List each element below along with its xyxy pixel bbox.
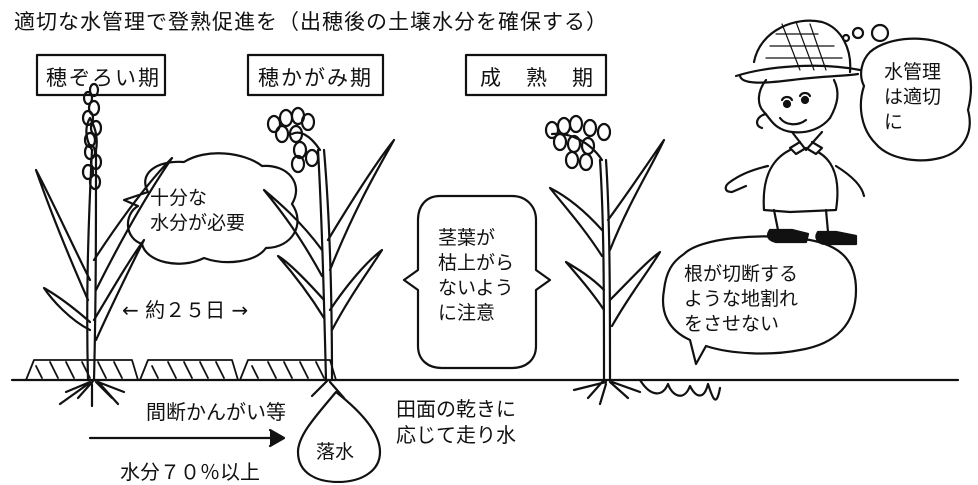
stage-box-heading [35,53,167,97]
bubble-text-farmer: 水管理 は適切 に [884,61,942,133]
stage-label-heading: 穂ぞろい期 [46,66,161,90]
bubble-text-water-needed: 十分な 水分が必要 [150,187,246,234]
page-title: 適切な水管理で登熟促進を（出穂後の土壌水分を確保する） [14,10,608,34]
moisture-label: 水分７０％以上 [120,460,260,484]
bubble-leaves [402,194,552,370]
rice-plant-heading [34,82,174,408]
stage-box-ripening [464,53,608,97]
bubble-water-needed [122,152,299,265]
bubble-text-leaves: 茎葉が 枯上がら ないよう に注意 [438,227,515,324]
arrow-moisture-head [268,428,286,448]
interval-label: ← 約２５日 → [122,298,249,322]
drop-text-drain: 落水 [316,441,355,463]
water-blocks [25,359,337,381]
intermittent-label: 間断かんがい等 [146,400,286,424]
bubble-text-cracks: 根が切断する ような地割れ をさせない [684,263,799,335]
drop-drain [296,390,382,483]
bubble-farmer [859,37,973,162]
rice-plant-ripening [544,114,666,406]
flush-label: 田面の乾きに 応じて走り水 [396,397,516,447]
stage-label-drooping: 穂かがみ期 [258,66,373,90]
thought-dot [870,23,890,43]
stage-label-ripening: 成 熟 期 [480,66,595,90]
rice-plant-drooping [262,106,396,400]
thought-dot [851,26,865,40]
soil-crack [638,378,722,401]
farmer-figure [724,19,866,246]
stage-box-drooping [246,53,385,97]
